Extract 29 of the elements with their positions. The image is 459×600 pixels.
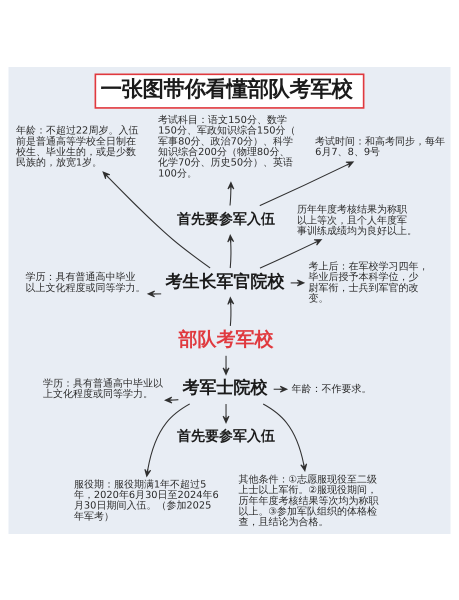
node-text: 学历：具有普通高中毕业以上文化程度或同等学力。 bbox=[26, 272, 146, 294]
arrow bbox=[222, 355, 230, 374]
arrow bbox=[274, 385, 288, 392]
arrow bbox=[227, 181, 234, 206]
arrow bbox=[290, 278, 304, 286]
node-text: 部队考军校 bbox=[178, 328, 274, 350]
diagram-title: 一张图带你看懂部队考军校 bbox=[100, 76, 352, 102]
arrow bbox=[164, 396, 178, 404]
node-text: 其他条件：①志愿服现役至二级上士以上军衔。②服现役期间，历年年度考核结果等次均为称职以上。③参加军队组织的体格检查，且结论为合格。 bbox=[238, 474, 378, 528]
node-text: 考生长军官院校 bbox=[166, 271, 284, 292]
node-text: 考试科目：语文150分、数学150分、军政知识综合150分（军事80分、政治70分）、科学知识综合200分（物理80分、化学70分、历史50分）、英语100分。 bbox=[158, 114, 296, 179]
node-text: 考试时间：和高考同步，每年6月7、8、9号 bbox=[315, 136, 446, 158]
arrow bbox=[144, 403, 190, 476]
arrow bbox=[260, 238, 322, 268]
node-text: 学历：具有普通高中毕业以上文化程度或同等学力。 bbox=[42, 378, 163, 400]
node-text: 年龄：不作要求。 bbox=[291, 384, 372, 395]
node-text: 历年年度考核结果为称职以上等次，且个人年度军事训练成绩均为良好以上。 bbox=[297, 204, 418, 236]
node-text: 考上后：在军校学习四年，毕业后授予本科学位，少尉军衔，士兵到军官的改变。 bbox=[308, 261, 429, 304]
arrow bbox=[222, 404, 230, 423]
node-text: 服役期：服役期满1年不超过5年，2020年6月30日至2024年6月30日期间入伍。（参加2025年军考） bbox=[74, 478, 219, 522]
arrow bbox=[227, 296, 234, 326]
arrow bbox=[262, 403, 308, 471]
arrow bbox=[227, 234, 234, 268]
node-text: 首先要参军入伍 bbox=[176, 428, 275, 444]
node-text: 首先要参军入伍 bbox=[176, 210, 275, 227]
node-text: 年龄：不超过22周岁。入伍前是普通高等学校全日制在校生、毕业生的，或是少数民族的，放宽1岁。 bbox=[16, 125, 138, 168]
arrow bbox=[260, 160, 354, 206]
arrow bbox=[102, 171, 210, 268]
node-text: 考军士院校 bbox=[182, 378, 268, 398]
